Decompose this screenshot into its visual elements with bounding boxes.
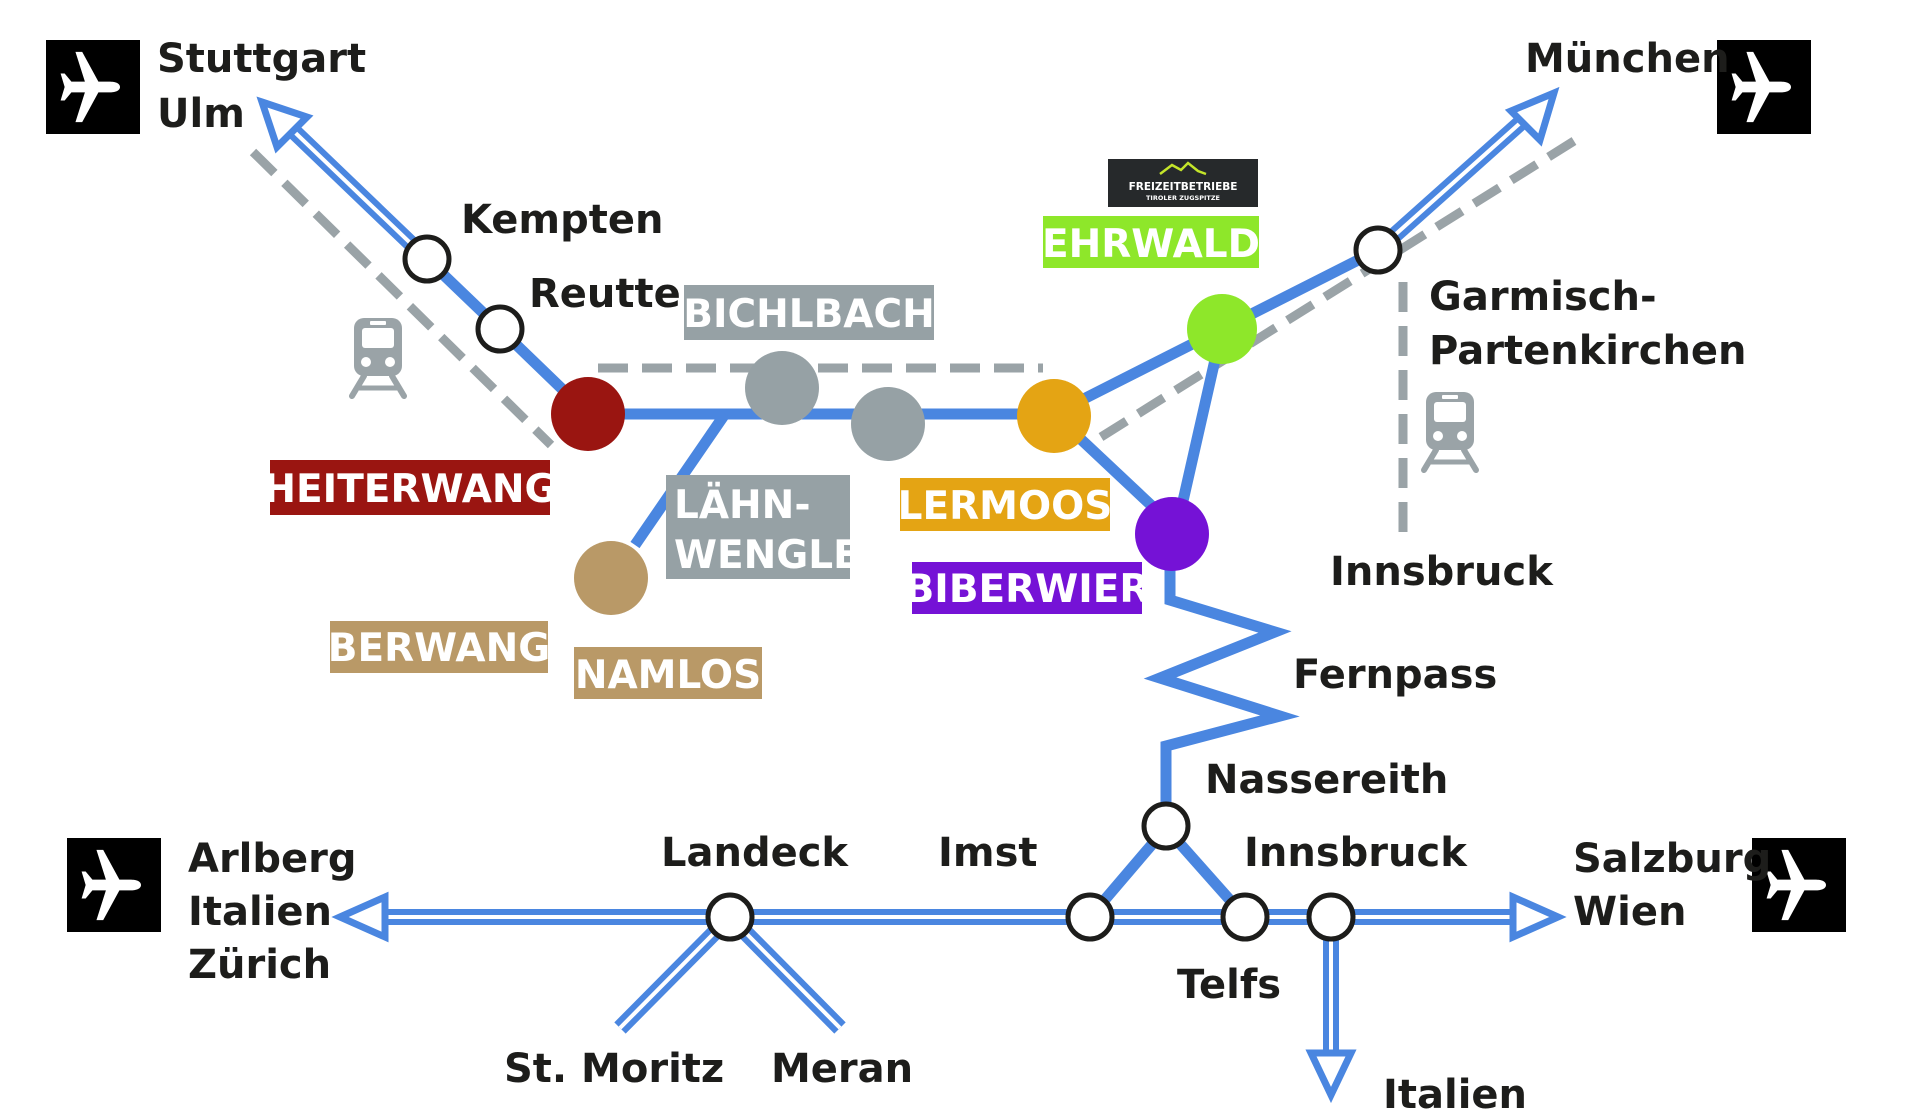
city-landeck: Landeck (661, 830, 849, 876)
airplane-icon (67, 838, 161, 932)
resort-label-lahnwengle-2: WENGLE (674, 533, 860, 578)
arrow-south (1305, 1049, 1357, 1104)
town-markers (402, 225, 1403, 942)
city-reutte: Reutte (529, 271, 681, 317)
logo-text-line1: FREIZEITBETRIEBE (1129, 181, 1238, 193)
resort-bichlbach-marker (745, 351, 819, 425)
fernpass-road (1143, 535, 1300, 828)
airplane-icon (1752, 838, 1846, 932)
arrow-west (331, 891, 389, 943)
arrow-northwest (256, 96, 314, 154)
resort-heiterwang-marker (551, 377, 625, 451)
airport-northeast-label: München (1525, 36, 1730, 82)
resort-badge-ehrwald: EHRWALD (1042, 216, 1260, 268)
city-nassereith: Nassereith (1205, 757, 1448, 803)
city-fernpass: Fernpass (1293, 652, 1497, 698)
airport-northwest-label-2: Ulm (157, 91, 245, 137)
airport-west-label-3: Zürich (188, 942, 331, 988)
resort-biberwier-marker (1135, 497, 1209, 571)
resort-badge-biberwier: BIBERWIER (905, 562, 1150, 614)
city-kempten: Kempten (461, 197, 663, 243)
town-landeck (705, 892, 755, 942)
rail-lines (249, 137, 1577, 545)
city-telfs: Telfs (1177, 962, 1281, 1008)
airplane-icon (46, 40, 140, 134)
resort-badge-namlos: NAMLOS (574, 647, 762, 699)
city-garmisch-2: Partenkirchen (1429, 328, 1747, 374)
airport-west-label-2: Italien (188, 889, 332, 935)
resort-badge-berwang: BERWANG (328, 621, 551, 673)
town-kempten (402, 234, 452, 284)
resort-badge-lahnwengle: LÄHN- WENGLE (666, 475, 860, 579)
resort-label-biberwier: BIBERWIER (905, 567, 1150, 612)
resort-badge-heiterwang: HEITERWANG (263, 460, 557, 515)
rail-line-northwest (249, 148, 555, 449)
city-meran: Meran (771, 1046, 913, 1092)
resort-label-heiterwang: HEITERWANG (263, 467, 556, 512)
freizeitbetriebe-logo: FREIZEITBETRIEBE TIROLER ZUGSPITZE (1108, 159, 1258, 207)
town-imst (1065, 892, 1115, 942)
resort-berwang-marker (574, 541, 648, 615)
city-innsbruck-rail: Innsbruck (1330, 549, 1554, 595)
resort-label-bichlbach: BICHLBACH (683, 292, 935, 337)
city-italien: Italien (1383, 1072, 1527, 1113)
resort-label-lahnwengle-1: LÄHN- (674, 481, 811, 528)
town-garmisch (1353, 225, 1403, 275)
airport-west-label-1: Arlberg (188, 836, 357, 882)
rail-line-northeast (1098, 137, 1577, 441)
resort-label-lermoos: LERMOOS (898, 484, 1113, 529)
resort-badge-bichlbach: BICHLBACH (683, 285, 935, 340)
resort-ehrwald-marker (1187, 294, 1257, 364)
town-reutte (475, 304, 525, 354)
city-garmisch-1: Garmisch- (1429, 274, 1657, 320)
logo-text-line2: TIROLER ZUGSPITZE (1146, 194, 1220, 202)
train-icon (1424, 392, 1476, 470)
arrow-northeast (1504, 86, 1560, 147)
resort-label-berwang: BERWANG (328, 626, 551, 671)
town-telfs (1220, 892, 1270, 942)
arrow-east (1509, 891, 1567, 943)
airport-east-label-1: Salzburg (1573, 836, 1771, 882)
resort-label-namlos: NAMLOS (575, 653, 761, 698)
airport-east-label-2: Wien (1573, 889, 1686, 935)
town-nassereith (1141, 801, 1191, 851)
city-imst: Imst (938, 830, 1038, 876)
city-innsbruck: Innsbruck (1244, 830, 1468, 876)
airplane-icon (1717, 40, 1811, 134)
resort-markers (551, 294, 1257, 615)
airport-northwest-label-1: Stuttgart (157, 36, 366, 82)
resort-lahnwengle-marker (851, 387, 925, 461)
town-innsbruck (1306, 892, 1356, 942)
resort-label-ehrwald: EHRWALD (1042, 222, 1260, 267)
resort-lermoos-marker (1017, 379, 1091, 453)
train-icon (352, 318, 404, 396)
resort-badge-lermoos: LERMOOS (898, 478, 1113, 531)
city-st-moritz: St. Moritz (504, 1046, 724, 1092)
